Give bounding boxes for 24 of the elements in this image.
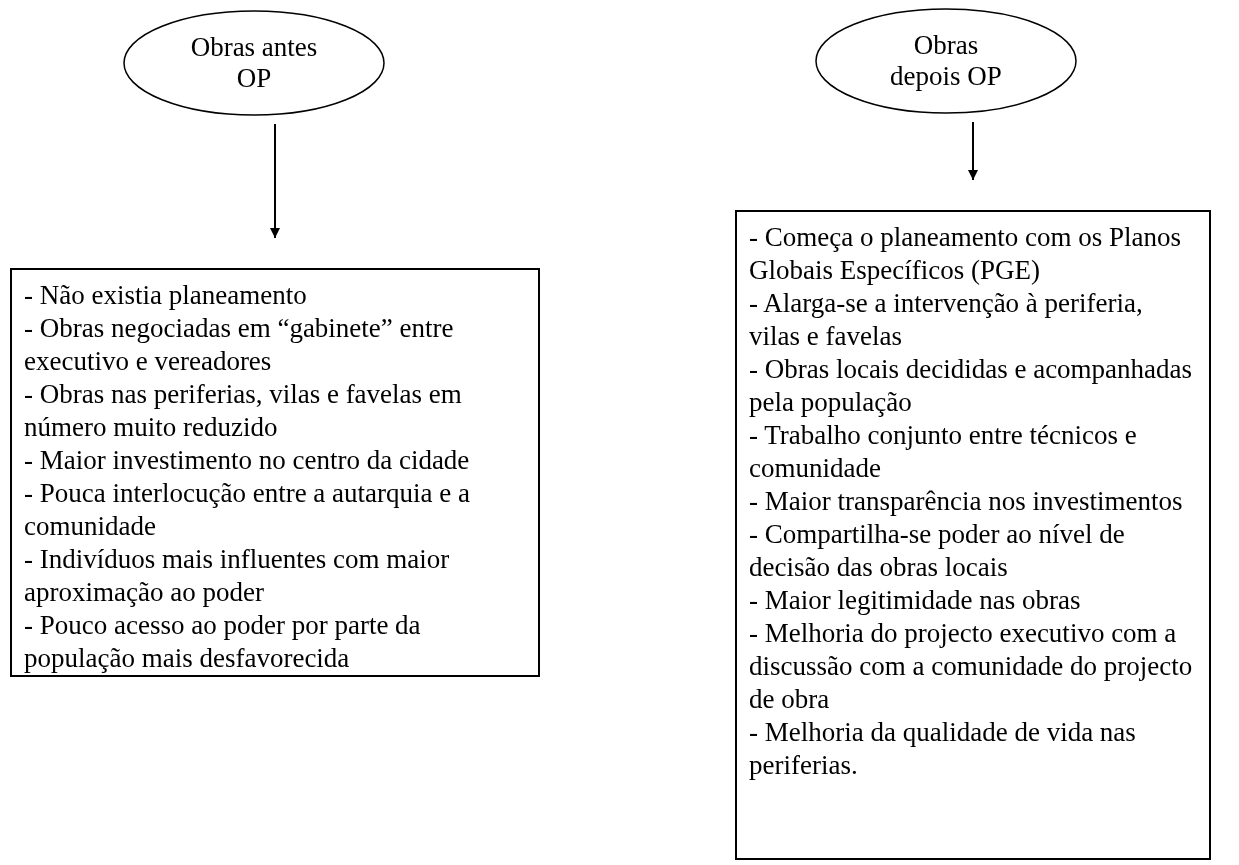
- list-item: - Trabalho conjunto entre técnicos e comunidade: [749, 419, 1138, 485]
- arrow: [270, 123, 280, 239]
- list-item: - Maior investimento no centro da cidade: [24, 444, 471, 477]
- list-item: - Pouca interlocução entre a autarquia e a comunidade: [24, 477, 471, 543]
- list-item: - Indivíduos mais influentes com maior aproximação ao poder: [24, 543, 451, 609]
- list-item: - Pouco acesso ao poder por parte da população mais desfavorecida: [24, 609, 422, 675]
- node-title: Obras antes OP: [189, 32, 319, 94]
- list-item: - Melhoria do projecto executivo com a discussão com a comunidade do projecto de obra: [749, 617, 1194, 716]
- list-item: - Melhoria da qualidade de vida nas periferias.: [749, 716, 1137, 782]
- ellipse-node: [815, 8, 1077, 114]
- text-box: [735, 210, 1211, 860]
- ellipse-node: [123, 10, 385, 116]
- list-item: - Obras nas periferias, vilas e favelas em número muito reduzido: [24, 378, 463, 444]
- list-item: - Alarga-se a intervenção à periferia, vilas e favelas: [749, 287, 1144, 353]
- list-item: - Maior transparência nos investimentos: [749, 485, 1184, 518]
- list-item: - Compartilha-se poder ao nível de decisão das obras locais: [749, 518, 1126, 584]
- list-item: - Obras negociadas em “gabinete” entre executivo e vereadores: [24, 312, 455, 378]
- text-box: [10, 268, 540, 677]
- arrow: [968, 121, 978, 181]
- list-item: - Obras locais decididas e acompanhadas pela população: [749, 353, 1194, 419]
- node-title: Obras depois OP: [889, 30, 1003, 92]
- list-item: - Não existia planeamento: [24, 279, 308, 312]
- list-item: - Começa o planeamento com os Planos Globais Específicos (PGE): [749, 221, 1182, 287]
- list-item: - Maior legitimidade nas obras: [749, 584, 1082, 617]
